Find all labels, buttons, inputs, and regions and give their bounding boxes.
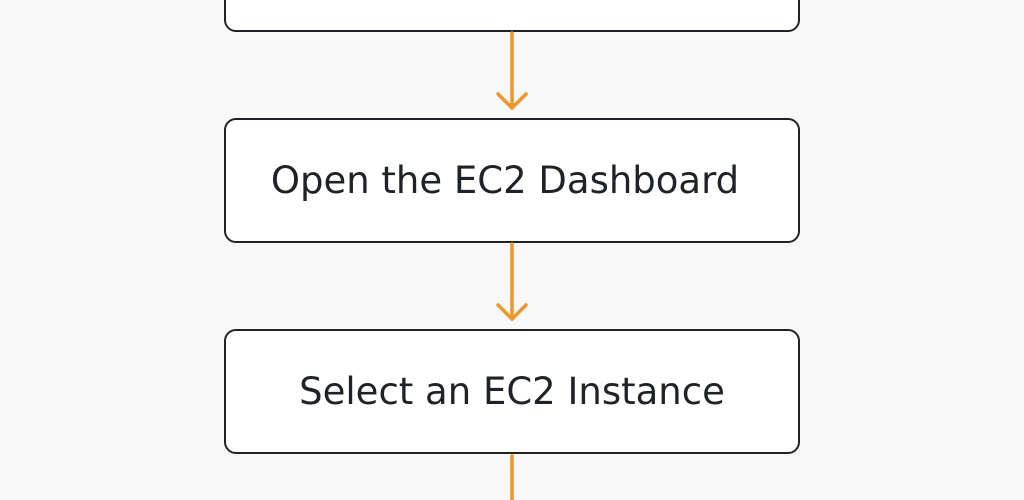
flow-step-previous bbox=[224, 0, 800, 32]
flow-step-open-ec2-dashboard-label: Open the EC2 Dashboard bbox=[270, 159, 740, 202]
flow-step-select-ec2-instance: Select an EC2 Instance bbox=[224, 329, 800, 454]
flow-step-select-ec2-instance-label: Select an EC2 Instance bbox=[299, 370, 725, 413]
flow-arrow-1 bbox=[496, 31, 528, 110]
flow-step-open-ec2-dashboard: Open the EC2 Dashboard bbox=[224, 118, 800, 243]
flow-arrow-2 bbox=[496, 242, 528, 321]
